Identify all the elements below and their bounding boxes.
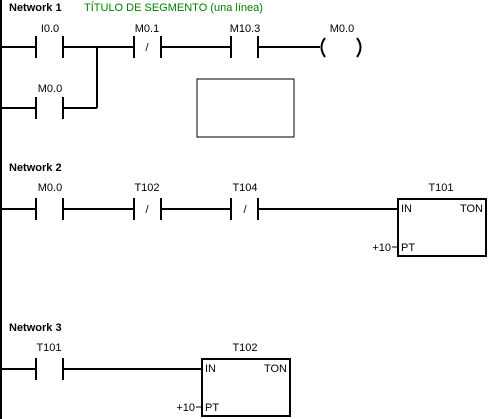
contact-address: T102 <box>134 182 159 194</box>
timer-pt-value: +10 <box>176 402 195 414</box>
contact-address: M0.1 <box>135 23 159 35</box>
network-3-title[interactable]: Network 3 <box>9 322 62 334</box>
timer-name: T102 <box>232 342 257 354</box>
contact-m0-0[interactable]: M0.0 <box>35 182 64 220</box>
network-2-title[interactable]: Network 2 <box>9 162 62 174</box>
timer-in-label: IN <box>205 363 216 375</box>
contact-address: M0.0 <box>38 182 62 194</box>
timer-in-label: IN <box>401 203 412 215</box>
contact-address: M10.3 <box>230 23 261 35</box>
timer-name: T101 <box>428 182 453 194</box>
nc-slash: / <box>145 204 149 216</box>
contact-m0-1-nc[interactable]: M0.1 / <box>133 23 162 58</box>
contact-t101[interactable]: T101 <box>35 342 64 380</box>
coil-address: M0.0 <box>330 23 354 35</box>
contact-address: T104 <box>232 182 257 194</box>
empty-element-box[interactable] <box>196 78 295 138</box>
network-1-title[interactable]: Network 1 <box>9 2 62 14</box>
contact-address: M0.0 <box>38 83 62 95</box>
coil-m0-0[interactable]: M0.0 <box>320 23 362 58</box>
contact-t104-nc[interactable]: T104 / <box>230 182 259 220</box>
timer-type-label: TON <box>460 203 483 215</box>
timer-pt-label: PT <box>205 402 219 414</box>
contact-i0-0[interactable]: I0.0 <box>35 23 64 58</box>
network-1-comment[interactable]: TÍTULO DE SEGMENTO (una línea) <box>84 1 263 14</box>
timer-pt-value: +10 <box>372 242 391 254</box>
contact-m10-3[interactable]: M10.3 <box>230 23 261 58</box>
contact-address: I0.0 <box>41 23 59 35</box>
nc-slash: / <box>145 42 149 54</box>
timer-type-label: TON <box>264 363 287 375</box>
contact-address: T101 <box>36 342 61 354</box>
timer-block-t102[interactable]: T102 IN TON PT +10 <box>176 342 291 417</box>
contact-m0-0-parallel[interactable]: M0.0 <box>35 83 64 119</box>
contact-t102-nc[interactable]: T102 / <box>133 182 162 220</box>
timer-pt-label: PT <box>401 242 415 254</box>
nc-slash: / <box>243 204 247 216</box>
timer-block-t101[interactable]: T101 IN TON PT +10 <box>372 182 487 257</box>
network-1-branch <box>1 47 98 109</box>
